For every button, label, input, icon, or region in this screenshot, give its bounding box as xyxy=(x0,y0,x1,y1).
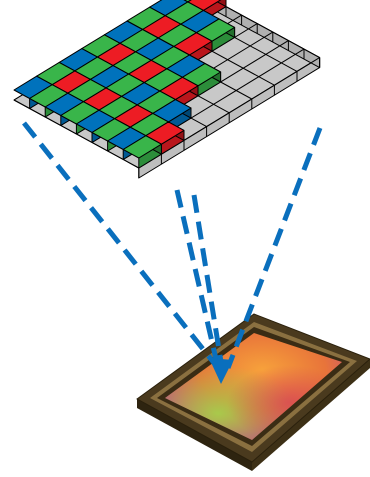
chip-side-right xyxy=(252,359,370,471)
projection-line-middle-b xyxy=(191,194,225,369)
chip-side-left xyxy=(137,399,252,471)
filter-cell-green xyxy=(122,135,162,159)
projection-line-left xyxy=(22,121,220,370)
sensor-glow-magenta xyxy=(165,333,342,440)
image-sensor-chip-icon xyxy=(136,313,370,471)
bayer-filter-mosaic-icon xyxy=(13,0,321,179)
projection-lines xyxy=(22,121,323,370)
projection-line-right xyxy=(225,127,323,369)
projection-line-middle-a xyxy=(174,189,221,369)
projection-arrow-icon xyxy=(209,358,233,384)
filter-cell-red-side-face xyxy=(212,0,227,8)
